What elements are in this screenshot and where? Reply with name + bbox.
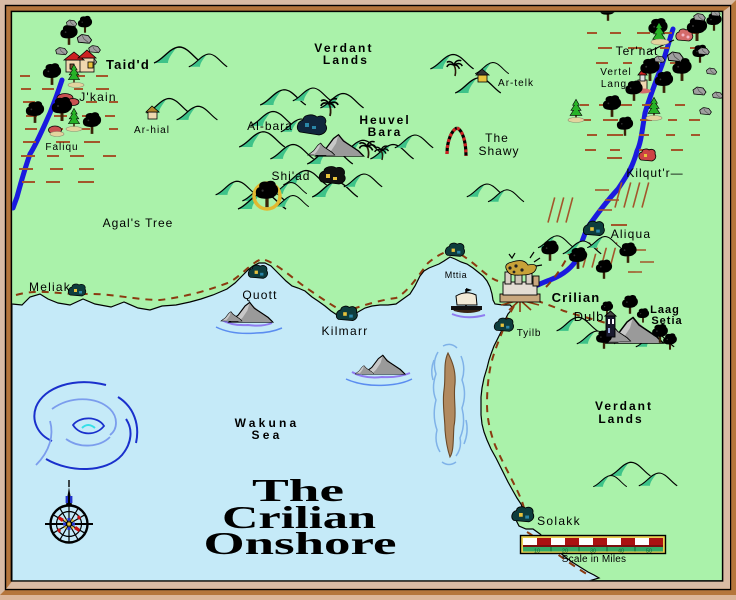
svg-text:Bara: Bara (368, 125, 403, 139)
svg-text:Meliak: Meliak (29, 280, 71, 294)
svg-text:Crilian: Crilian (222, 499, 376, 535)
svg-text:Setia: Setia (651, 315, 682, 327)
svg-text:Verdant: Verdant (314, 41, 373, 55)
svg-text:50: 50 (646, 548, 652, 554)
svg-text:Shi'ad: Shi'ad (272, 169, 311, 183)
svg-text:Shawy: Shawy (478, 144, 519, 158)
svg-text:Kilqut'r—: Kilqut'r— (626, 166, 683, 180)
svg-text:Aliqua: Aliqua (611, 227, 652, 241)
svg-text:Tyilb: Tyilb (517, 328, 542, 339)
svg-text:Sea: Sea (252, 428, 283, 442)
svg-text:Heuvel: Heuvel (359, 113, 410, 127)
svg-text:Onshore: Onshore (204, 525, 397, 561)
svg-text:Faliqu: Faliqu (45, 142, 78, 153)
svg-text:30: 30 (590, 548, 596, 554)
svg-text:Verdant: Verdant (595, 399, 653, 413)
svg-text:Solakk: Solakk (537, 514, 581, 528)
svg-text:The: The (485, 131, 509, 145)
svg-text:Scale in Miles: Scale in Miles (562, 554, 627, 565)
svg-text:10: 10 (534, 548, 540, 554)
svg-text:Laag: Laag (650, 304, 680, 316)
svg-text:40: 40 (618, 548, 624, 554)
svg-text:Lands: Lands (323, 53, 369, 67)
svg-text:Ar-telk: Ar-telk (498, 78, 534, 89)
svg-text:Lang: Lang (601, 79, 627, 90)
svg-text:Ar-hial: Ar-hial (134, 125, 170, 136)
svg-text:Lands: Lands (598, 412, 643, 426)
svg-text:Quott: Quott (242, 288, 277, 302)
svg-text:Crilian: Crilian (552, 290, 601, 305)
svg-text:Dulb: Dulb (574, 309, 605, 324)
svg-text:The: The (252, 472, 344, 508)
svg-text:Wakuna: Wakuna (235, 416, 300, 430)
svg-text:Ter'nat: Ter'nat (616, 44, 659, 58)
svg-text:J'kain: J'kain (79, 90, 117, 104)
svg-text:Al-bara: Al-bara (247, 119, 293, 133)
svg-text:20: 20 (562, 548, 568, 554)
svg-text:Agal's Tree: Agal's Tree (103, 216, 174, 230)
svg-text:Kilmarr: Kilmarr (321, 324, 368, 338)
svg-text:Mttia: Mttia (445, 270, 468, 280)
svg-text:Taid'd: Taid'd (106, 57, 150, 72)
svg-text:Vertel: Vertel (600, 67, 632, 78)
